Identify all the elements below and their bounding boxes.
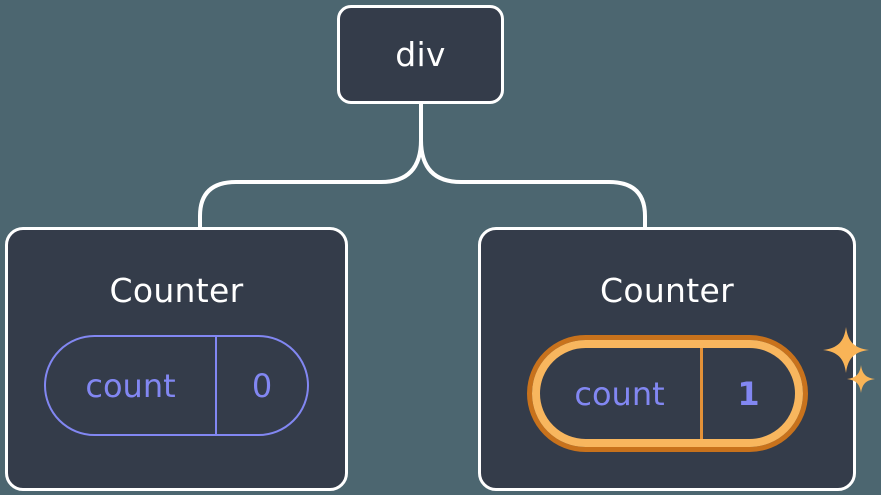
sparkle-small-icon [846, 365, 875, 393]
node-counter-left[interactable]: Counter count 0 [5, 227, 348, 491]
sparkle-large-icon [822, 327, 869, 373]
node-counter-right[interactable]: Counter count 1 [478, 227, 875, 491]
state-key-right: count [540, 348, 703, 439]
node-counter-left-label: Counter [109, 271, 244, 310]
state-pill-right-wrap: count 1 [526, 327, 875, 452]
state-pill-left[interactable]: count 0 [44, 335, 309, 436]
node-div-label: div [395, 35, 446, 74]
state-pill-left-wrap: count 0 [44, 335, 309, 436]
state-value-right: 1 [737, 374, 760, 413]
state-value-left: 0 [251, 366, 273, 405]
state-pill-right-highlight-ring[interactable]: count 1 [526, 335, 808, 452]
state-pill-right[interactable]: count 1 [531, 340, 803, 447]
node-div[interactable]: div [337, 5, 504, 104]
node-counter-right-label: Counter [600, 271, 734, 310]
state-key-left: count [46, 337, 217, 434]
